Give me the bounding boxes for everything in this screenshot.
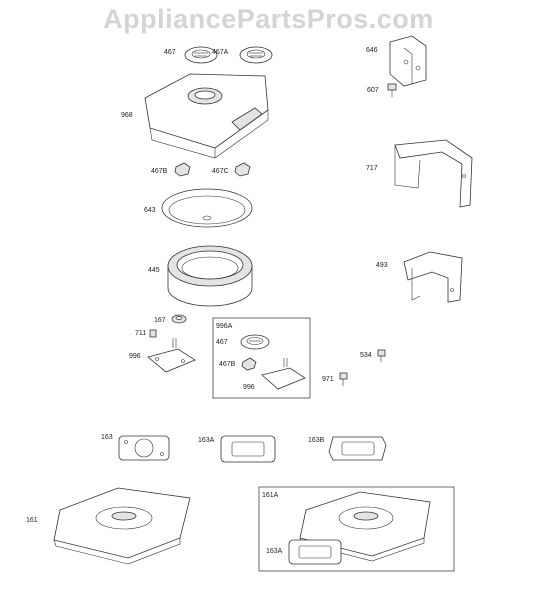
label-445: 445 xyxy=(148,267,160,274)
label-534: 534 xyxy=(360,352,372,359)
part-711-nut[interactable] xyxy=(149,329,157,338)
label-971: 971 xyxy=(322,376,334,383)
part-163b-gasket[interactable] xyxy=(328,436,387,461)
part-467b-grommet[interactable] xyxy=(174,162,191,177)
label-163A: 163A xyxy=(198,437,215,444)
label-493: 493 xyxy=(376,262,388,269)
label-717: 717 xyxy=(366,165,378,172)
label-467: 467 xyxy=(164,49,176,56)
part-996a-plate[interactable] xyxy=(261,358,306,390)
part-161-base[interactable] xyxy=(53,487,191,565)
part-163-gasket[interactable] xyxy=(118,435,170,461)
label-467B: 467B xyxy=(151,168,168,175)
kit-996a-box xyxy=(212,317,311,399)
part-643-precleaner[interactable] xyxy=(161,188,253,228)
part-467c-grommet[interactable] xyxy=(234,162,251,177)
part-163a-gasket[interactable] xyxy=(220,435,276,463)
part-717-bracket[interactable] xyxy=(394,139,473,208)
part-467a-cap[interactable] xyxy=(239,46,273,64)
part-996-plate[interactable] xyxy=(147,338,196,373)
label-968: 968 xyxy=(121,112,133,119)
label-167: 167 xyxy=(154,317,166,324)
part-607-screw[interactable] xyxy=(387,83,397,97)
kit-161a-box xyxy=(258,486,455,572)
label-996A-467: 467 xyxy=(216,339,228,346)
label-646: 646 xyxy=(366,47,378,54)
label-161A-163A: 163A xyxy=(266,548,283,555)
part-467-cap[interactable] xyxy=(184,46,218,64)
label-996: 996 xyxy=(129,353,141,360)
label-161A: 161A xyxy=(262,492,279,499)
label-996A-467B: 467B xyxy=(219,361,236,368)
part-996a-cap[interactable] xyxy=(240,334,270,350)
part-493-bracket[interactable] xyxy=(403,251,463,303)
part-534-screw[interactable] xyxy=(377,349,386,362)
part-161a-gasket[interactable] xyxy=(288,539,342,565)
part-971-screw[interactable] xyxy=(339,372,348,386)
label-163: 163 xyxy=(101,434,113,441)
label-467C: 467C xyxy=(212,168,229,175)
label-161: 161 xyxy=(26,517,38,524)
part-646-bracket[interactable] xyxy=(389,35,427,87)
label-163B: 163B xyxy=(308,437,325,444)
label-996A-996: 996 xyxy=(243,384,255,391)
label-643: 643 xyxy=(144,207,156,214)
part-167-grommet[interactable] xyxy=(171,314,187,324)
label-996A: 996A xyxy=(216,323,233,330)
part-445-air-filter[interactable] xyxy=(167,245,253,307)
part-996a-grommet[interactable] xyxy=(241,357,257,371)
label-467A: 467A xyxy=(212,49,229,56)
watermark: AppliancePartsPros.com xyxy=(103,4,434,34)
part-968-cover[interactable] xyxy=(144,73,269,159)
label-711: 711 xyxy=(135,330,146,337)
label-607: 607 xyxy=(367,87,379,94)
